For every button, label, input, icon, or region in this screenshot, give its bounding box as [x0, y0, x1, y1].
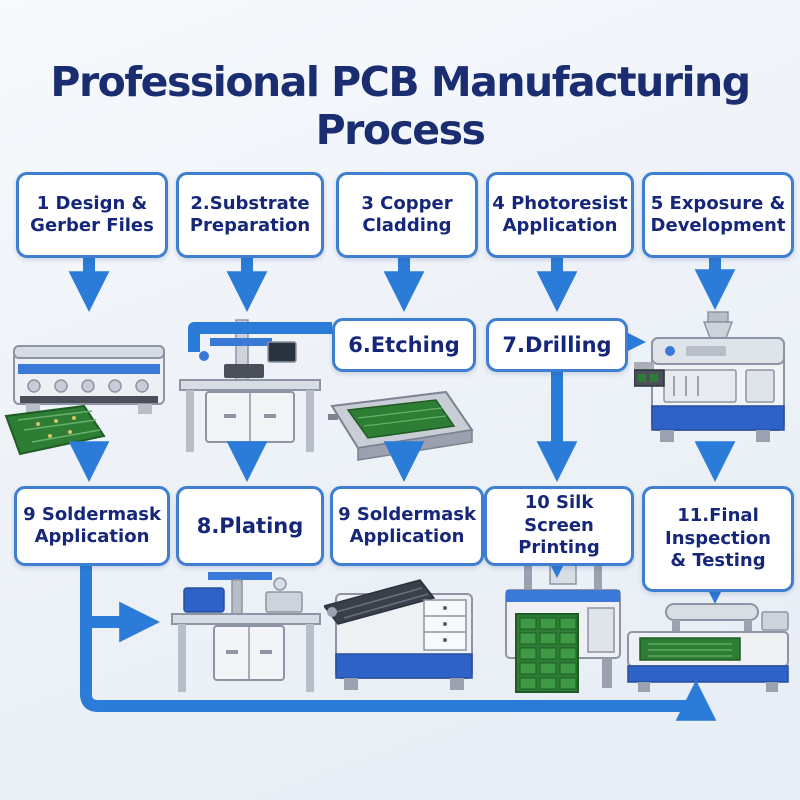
rollers	[27, 379, 149, 393]
pcb-sheet	[639, 637, 741, 661]
step-box-design-gerber: 1 Design & Gerber Files	[16, 172, 168, 258]
step-box-copper-cladding: 3 Copper Cladding	[336, 172, 478, 258]
step-box-etching: 6.Etching	[332, 318, 476, 372]
monitor	[267, 341, 297, 363]
step-box-exposure-development: 5 Exposure & Development	[642, 172, 794, 258]
step-box-plating: 8.Plating	[176, 486, 324, 566]
roller	[665, 603, 759, 621]
step-box-photoresist-application: 4 Photoresist Application	[486, 172, 634, 258]
step-box-substrate-preparation: 2.Substrate Preparation	[176, 172, 324, 258]
pcb-printer-illustration	[4, 345, 165, 456]
step-box-soldermask-left: 9 Soldermask Application	[14, 486, 170, 566]
step-box-silkscreen-printing: 10 Silk Screen Printing	[484, 486, 634, 566]
silkscreen-printer-illustration	[505, 551, 621, 693]
plating-station-illustration	[171, 572, 321, 692]
exposure-machine-illustration	[634, 311, 785, 442]
soldermask-machine-illustration	[324, 579, 473, 690]
step-box-drilling: 7.Drilling	[486, 318, 628, 372]
inspection-machine-illustration	[627, 603, 789, 692]
pcb-sheet	[4, 404, 106, 456]
prep-workstation-illustration	[179, 319, 321, 452]
etching-tray-illustration	[328, 390, 474, 461]
step-box-final-inspection: 11.Final Inspection & Testing	[642, 486, 794, 592]
page-title: Professional PCB Manufacturing Process	[50, 58, 751, 154]
step-box-soldermask-center: 9 Soldermask Application	[330, 486, 484, 566]
pcb-panel	[515, 613, 579, 693]
